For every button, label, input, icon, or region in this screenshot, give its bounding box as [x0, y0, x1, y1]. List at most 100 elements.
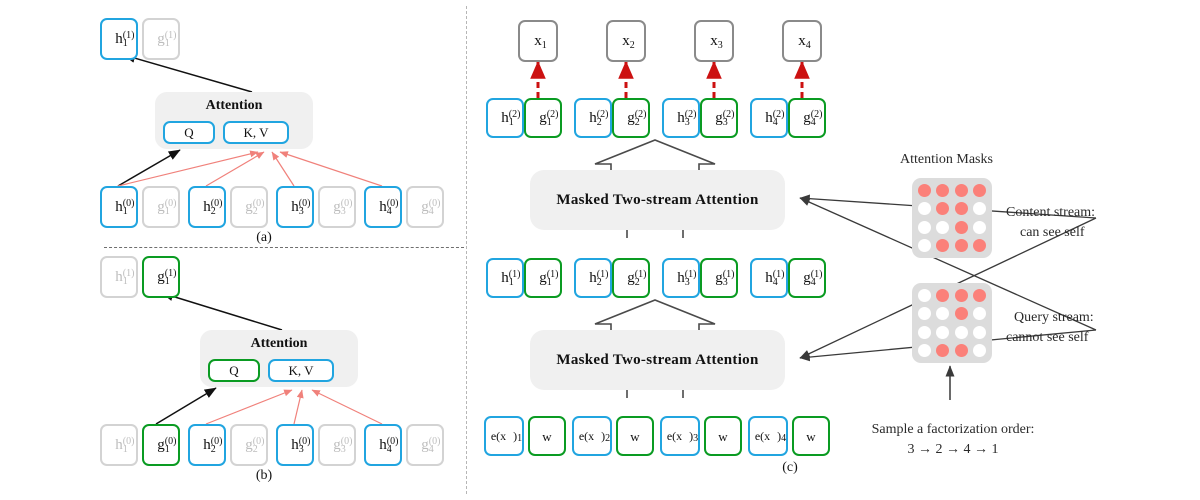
panel-c-l1-h1[interactable]: h(1)1 [486, 258, 524, 298]
panel-b-in-g4[interactable]: g(0)4 [406, 424, 444, 466]
mask-cell [954, 343, 969, 358]
query-stream-mask[interactable] [912, 283, 992, 363]
sup-text: (1) [164, 29, 177, 41]
module-label: Masked Two-stream Attention [556, 191, 759, 208]
sub-text: 1 [508, 276, 514, 288]
panel-a-edges [117, 53, 383, 187]
panel-a-q-box[interactable]: Q [163, 121, 215, 144]
q-label: Q [229, 363, 239, 378]
panel-b-in-h4[interactable]: h(0)4 [364, 424, 402, 466]
w-label: w [806, 428, 816, 444]
w-label: w [542, 428, 552, 444]
sup-text: (0) [122, 435, 135, 447]
content-stream-mask[interactable] [912, 178, 992, 258]
panel-b-q-box[interactable]: Q [208, 359, 260, 382]
panel-b-in-h3[interactable]: h(0)3 [276, 424, 314, 466]
panel-c-l2-h4[interactable]: h(2)4 [750, 98, 788, 138]
panel-a-in-g3[interactable]: g(0)3 [318, 186, 356, 228]
sub-text: 3 [693, 433, 699, 444]
panel-a-out-g1[interactable]: g(1)1 [142, 18, 180, 60]
panel-c-l1-h2[interactable]: h(1)2 [574, 258, 612, 298]
panel-c-emb-w1[interactable]: w [528, 416, 566, 456]
panel-b-edges [155, 291, 383, 425]
sup-text: (0) [252, 435, 265, 447]
panel-a-in-g1[interactable]: g(0)1 [142, 186, 180, 228]
sub-text: 2 [210, 205, 216, 217]
panel-a-in-h1[interactable]: h(0)1 [100, 186, 138, 228]
sub-text: 3 [684, 276, 690, 288]
panel-b-in-g2[interactable]: g(0)2 [230, 424, 268, 466]
panel-a-kv-box[interactable]: K, V [223, 121, 289, 144]
panel-a-attention-title: Attention [205, 98, 263, 113]
mask-dot-on [954, 289, 968, 303]
sub-text: 3 [340, 205, 346, 217]
mask-dot-off [972, 343, 986, 357]
mask-dot-off [972, 220, 986, 234]
panel-c-l2-h3[interactable]: h(2)3 [662, 98, 700, 138]
sup-text: (1) [684, 268, 697, 280]
content-stream-label: Content stream: can see self [1006, 203, 1095, 244]
panel-b-in-g3[interactable]: g(0)3 [318, 424, 356, 466]
q-label: Q [184, 125, 194, 140]
panel-c-emb-w4[interactable]: w [792, 416, 830, 456]
mask-cell [972, 201, 987, 216]
panel-b-in-h2[interactable]: h(0)2 [188, 424, 226, 466]
panel-c-l2-h1[interactable]: h(2)1 [486, 98, 524, 138]
panel-c-l1-h4[interactable]: h(1)4 [750, 258, 788, 298]
sup-text: (2) [772, 108, 785, 120]
mask-cell [972, 183, 987, 198]
masked-two-stream-attention-upper[interactable]: Masked Two-stream Attention [530, 170, 785, 230]
panel-c-emb-w3[interactable]: w [704, 416, 742, 456]
panel-a-in-h3[interactable]: h(0)3 [276, 186, 314, 228]
panel-b-out-h1[interactable]: h(1)1 [100, 256, 138, 298]
sup-text: (1) [546, 268, 559, 280]
sup-text: (0) [298, 435, 311, 447]
mask-cell [972, 288, 987, 303]
panel-b-caption: (b) [255, 468, 273, 483]
sup-text: (0) [340, 435, 353, 447]
panel-c-emb-w2[interactable]: w [616, 416, 654, 456]
mask-dot-off [972, 307, 986, 321]
panel-c-l2-g1[interactable]: g(2)1 [524, 98, 562, 138]
panel-a-in-h2[interactable]: h(0)2 [188, 186, 226, 228]
sup-text: (1) [164, 267, 177, 279]
masked-two-stream-attention-lower[interactable]: Masked Two-stream Attention [530, 330, 785, 390]
panel-c-l1-g1[interactable]: g(1)1 [524, 258, 562, 298]
panel-b-in-h1[interactable]: h(0)1 [100, 424, 138, 466]
factorization-order-note: Sample a factorization order: 3 → 2 → 4 … [858, 420, 1048, 461]
w-label: w [630, 428, 640, 444]
panel-a-in-g4[interactable]: g(0)4 [406, 186, 444, 228]
panel-c-l1-g3[interactable]: g(1)3 [700, 258, 738, 298]
panel-c-l1-h3[interactable]: h(1)3 [662, 258, 700, 298]
mask-cell [935, 343, 950, 358]
mask-dot-on [954, 238, 968, 252]
panel-b-out-g1[interactable]: g(1)1 [142, 256, 180, 298]
sub-text: 1 [546, 116, 552, 128]
mask-dot-on [936, 202, 950, 216]
panel-a-in-h4[interactable]: h(0)4 [364, 186, 402, 228]
panel-c-l2-g2[interactable]: g(2)2 [612, 98, 650, 138]
mask-dot-off [918, 343, 932, 357]
panel-c-l2-g3[interactable]: g(2)3 [700, 98, 738, 138]
w-label: w [718, 428, 728, 444]
panel-b-kv-box[interactable]: K, V [268, 359, 334, 382]
panel-c-l1-g2[interactable]: g(1)2 [612, 258, 650, 298]
panel-a-out-h1[interactable]: h(1)1 [100, 18, 138, 60]
panel-c-l2-h2[interactable]: h(2)2 [574, 98, 612, 138]
panel-a-in-g2[interactable]: g(0)2 [230, 186, 268, 228]
sup-text: (1) [596, 268, 609, 280]
sup-text: (1) [634, 268, 647, 280]
panel-c-l2-g4[interactable]: g(2)4 [788, 98, 826, 138]
target-prediction-arrows [530, 60, 810, 98]
panel-b-in-g1[interactable]: g(0)1 [142, 424, 180, 466]
panel-c-l1-g4[interactable]: g(1)4 [788, 258, 826, 298]
module-label: Masked Two-stream Attention [556, 351, 759, 368]
